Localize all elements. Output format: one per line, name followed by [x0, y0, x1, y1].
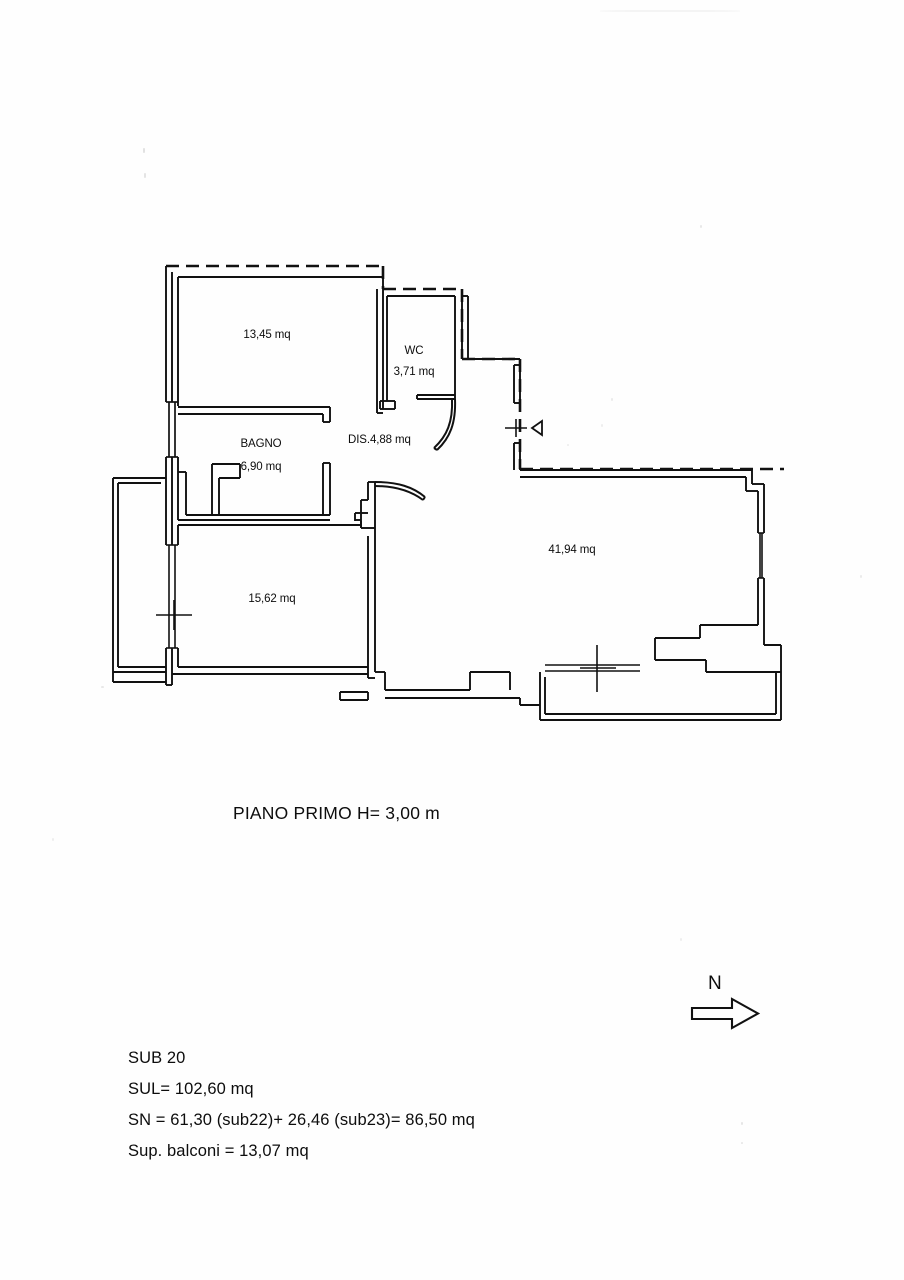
room-label-bagno-name: BAGNO [240, 438, 282, 450]
room-label-bagno-area: 6,90 mq [240, 461, 282, 473]
north-arrow-glyph [690, 997, 761, 1030]
wall-stub-lower-left [112, 672, 166, 683]
room-label-disimpegno-area: DIS.4,88 mq [348, 434, 411, 446]
exterior-wall-left-mid [165, 457, 179, 520]
wall-room2-lower [165, 648, 368, 686]
room-label-soggiorno-area: 41,94 mq [548, 544, 596, 556]
balcony-right-bottom [539, 672, 782, 721]
window-right [758, 532, 764, 579]
door-swing-wc [433, 398, 457, 451]
legend-line-sub: SUB 20 [128, 1049, 186, 1067]
north-arrow-icon: N [690, 973, 770, 1031]
wall-corridor-right [461, 295, 521, 403]
wall-bagno [177, 462, 331, 521]
wall-wc [379, 295, 456, 410]
entrance-door-jamb [513, 402, 521, 470]
wall-partition-room1-bagno [178, 406, 331, 423]
legend-line-sn: SN = 61,30 (sub22)+ 26,46 (sub23)= 86,50… [128, 1111, 475, 1129]
window-left-lower [166, 544, 178, 649]
north-letter: N [708, 973, 722, 994]
exterior-wall-left-top [165, 266, 383, 406]
wall-room2 [165, 520, 361, 545]
plan-title: PIANO PRIMO H= 3,00 m [233, 803, 440, 823]
wall-soggiorno-top [520, 469, 765, 533]
legend-line-sul: SUL= 102,60 mq [128, 1080, 254, 1098]
wall-soggiorno-left [360, 481, 376, 678]
legend-line-balconi: Sup. balconi = 13,07 mq [128, 1142, 309, 1160]
room-label-wc-area: 3,71 mq [393, 366, 435, 378]
door-swing-disimpegno [374, 481, 426, 501]
balcony-right-crosshair [580, 645, 616, 692]
room-label-wc-name: WC [404, 345, 424, 357]
room-label-camera-1-area: 13,45 mq [243, 329, 291, 341]
sliding-door-balcony-right [545, 664, 640, 672]
wall-soggiorno-right [654, 578, 782, 673]
legend-block: SUB 20 SUL= 102,60 mq SN = 61,30 (sub22)… [128, 1043, 475, 1167]
window-left-upper [166, 401, 178, 458]
wall-bottom-center [339, 671, 540, 706]
wall-room1-right [376, 277, 384, 414]
entrance-arrow-marker [505, 419, 543, 437]
balcony-left-crosshair [156, 600, 192, 630]
balcony-left [112, 477, 166, 673]
room-label-camera-2-area: 15,62 mq [248, 593, 296, 605]
wall-dis-bottom [354, 512, 368, 521]
